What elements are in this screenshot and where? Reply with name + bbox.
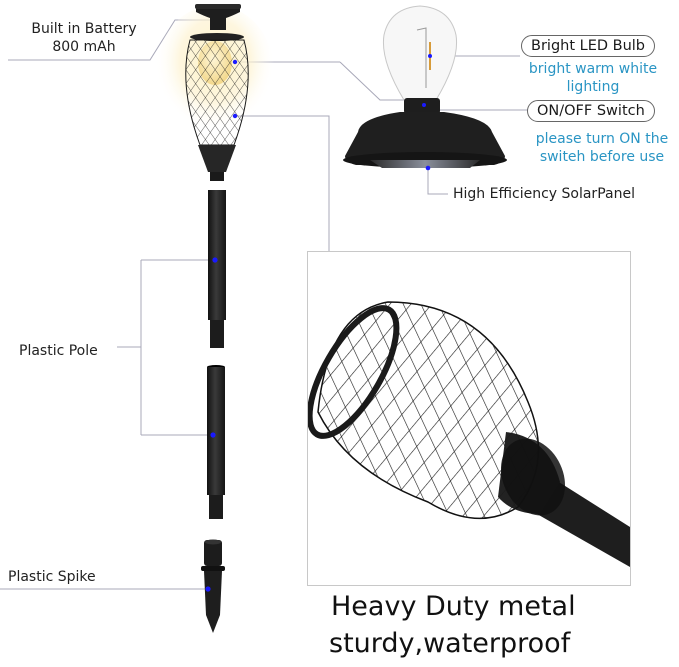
lamp-head <box>155 4 275 181</box>
caption-line2: sturdy,waterproof <box>329 628 571 659</box>
plastic-spike <box>201 539 225 633</box>
led-bulb-pill: Bright LED Bulb <box>521 35 656 57</box>
switch-note: please turn ON the switeh before use <box>527 130 677 166</box>
battery-label-line2: 800 mAh <box>52 39 116 55</box>
switch-pill: ON/OFF Switch <box>527 100 655 122</box>
plastic-spike-label: Plastic Spike <box>8 569 96 585</box>
plastic-pole-label: Plastic Pole <box>19 343 98 359</box>
switch-note-line1: please turn ON the <box>535 131 669 147</box>
detail-closeup-frame <box>306 251 631 586</box>
plastic-pole-lower <box>207 365 225 519</box>
solar-panel-label: High Efficiency SolarPanel <box>453 186 635 202</box>
bulb-note-line1: bright warm white <box>528 61 658 77</box>
caption-line1: Heavy Duty metal <box>331 591 576 622</box>
solar-bulb-unit <box>343 5 507 171</box>
battery-label-line1: Built in Battery <box>31 21 137 37</box>
switch-note-line2: switeh before use <box>539 149 665 165</box>
mesh-closeup-image <box>306 301 630 567</box>
bulb-note: bright warm white lighting <box>518 60 668 96</box>
plastic-pole-upper <box>208 190 226 348</box>
bulb-note-line2: lighting <box>566 79 620 95</box>
battery-label: Built in Battery 800 mAh <box>14 20 154 56</box>
